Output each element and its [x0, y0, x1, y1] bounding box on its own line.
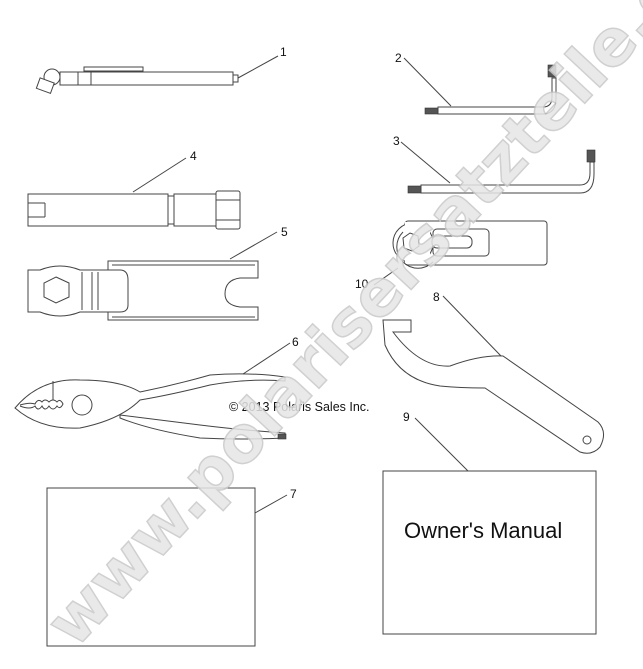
part-4-spark-plug-socket: 4 — [27, 149, 241, 230]
callout-9: 9 — [403, 410, 410, 424]
part-9-owners-manual: Owner's Manual 9 — [382, 410, 597, 635]
callout-6: 6 — [292, 335, 299, 349]
copyright-text: © 2013 Polaris Sales Inc. — [229, 400, 370, 414]
callout-7: 7 — [290, 487, 297, 501]
part-8-spanner-wrench: 8 — [382, 290, 604, 454]
owners-manual-text: Owner's Manual — [404, 518, 562, 543]
part-7-card: 7 — [46, 487, 297, 647]
callout-5: 5 — [281, 225, 288, 239]
part-5-wrench-handle: 5 — [27, 225, 288, 321]
callout-4: 4 — [190, 149, 197, 163]
part-6-pliers: 6 — [14, 335, 299, 440]
callout-10: 10 — [355, 277, 369, 291]
callout-3: 3 — [393, 134, 400, 148]
part-10-wrench-plate: 10 — [355, 220, 548, 291]
part-3-hex-key-long: 3 — [393, 134, 596, 194]
callout-8: 8 — [433, 290, 440, 304]
part-2-hex-key-short: 2 — [395, 51, 557, 115]
callout-2: 2 — [395, 51, 402, 65]
callout-1: 1 — [280, 45, 287, 59]
part-1-tire-gauge: 1 — [35, 45, 287, 95]
